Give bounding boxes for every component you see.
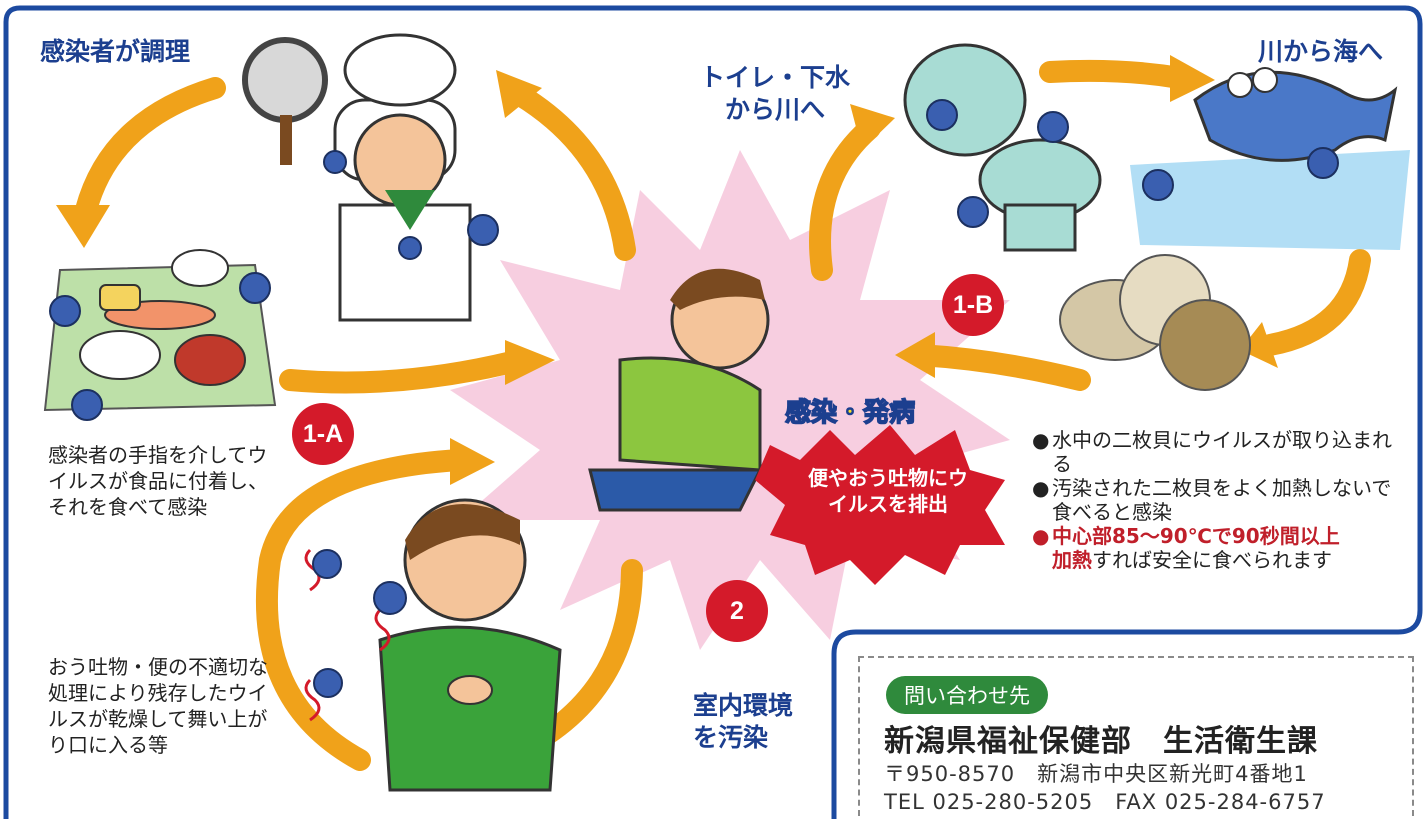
bullet-dot-icon: ● <box>1032 428 1050 452</box>
virus-icon <box>373 581 407 615</box>
label-excrete: 便やおう吐物にウイルスを排出 <box>808 466 968 516</box>
label-river-sea: 川から海へ <box>1258 37 1384 66</box>
oysters <box>1059 254 1251 391</box>
contact-organization: 新潟県福祉保健部 生活衛生課 <box>884 724 1318 759</box>
note-food: 感染者の手指を介してウイルスが食品に付着し、それを食べて感染 <box>48 443 268 519</box>
red-burst <box>755 425 1005 585</box>
warning-text: 中心部85～90℃で90秒間以上 <box>1052 524 1340 548</box>
arrow-patient-to-cook <box>509 84 636 261</box>
man-standing <box>378 498 562 792</box>
marker-2: 2 <box>706 580 768 642</box>
safe-text: すれば安全に食べられます <box>1092 548 1332 572</box>
chef-figure <box>242 33 472 322</box>
bullet-dot-icon: ● <box>1032 476 1050 500</box>
cycle-arrows <box>75 59 1371 771</box>
label-cook: 感染者が調理 <box>40 37 191 66</box>
virus-icon <box>71 389 103 421</box>
virus-icon <box>398 236 422 260</box>
virus-icon <box>323 150 347 174</box>
contact-box <box>858 656 1414 816</box>
arrow-sea-to-oyster <box>1259 249 1371 356</box>
virus-icon <box>467 214 499 246</box>
virus-icon <box>1142 169 1174 201</box>
arrow-cook-to-food <box>75 77 226 221</box>
food-tray <box>43 249 277 412</box>
warning-text: 加熱 <box>1052 548 1092 572</box>
bullet-item: ●水中の二枚貝にウイルスが取り込まれる <box>1032 428 1392 476</box>
arrow-oyster-to-patient <box>909 344 1091 391</box>
virus-icon <box>957 196 989 228</box>
bullet-item-warning: ●中心部85～90℃で90秒間以上加熱すれば安全に食べられます <box>1032 524 1404 572</box>
label-indoor: 室内環境を汚染 <box>693 691 794 752</box>
virus-icon <box>1307 147 1339 179</box>
arrow-heads <box>56 55 1278 778</box>
marker-1a: 1-A <box>292 403 354 465</box>
bullet-dot-icon: ● <box>1032 524 1050 548</box>
virus-particles <box>49 99 1339 698</box>
contact-phone: TEL 025-280-5205 FAX 025-284-6757 <box>884 790 1326 814</box>
arrow-toilet-to-fish <box>1039 59 1191 89</box>
virus-icon <box>49 295 81 327</box>
fish-sea <box>1130 67 1410 250</box>
contact-badge: 問い合わせ先 <box>886 676 1048 714</box>
arrow-room-to-patient <box>256 449 471 771</box>
virus-icon <box>239 272 271 304</box>
bullet-item: ●汚染された二枚貝をよく加熱しないで食べると感染 <box>1032 476 1392 524</box>
virus-icon <box>313 668 343 698</box>
virus-icon <box>1037 111 1069 143</box>
label-infection: 感染・発病 <box>784 397 916 429</box>
contact-address: 〒950-8570 新潟市中央区新光町4番地1 <box>884 762 1308 786</box>
virus-icon <box>926 99 958 131</box>
oyster-bullets: ●水中の二枚貝にウイルスが取り込まれる ●汚染された二枚貝をよく加熱しないで食べ… <box>1032 428 1404 572</box>
arrow-patient-to-toilet <box>809 117 881 281</box>
virus-icon <box>312 549 342 579</box>
patient-kneeling <box>588 268 770 512</box>
note-vomit: おう吐物・便の不適切な処理により残存したウイルスが乾燥して舞い上がり口に入る等 <box>48 655 268 757</box>
marker-1b: 1-B <box>942 274 1004 336</box>
arrow-food-to-patient <box>279 349 531 394</box>
blue-frame <box>3 5 1423 819</box>
label-toilet: トイレ・下水から川へ <box>699 63 850 124</box>
toilet-figure <box>903 43 1102 252</box>
